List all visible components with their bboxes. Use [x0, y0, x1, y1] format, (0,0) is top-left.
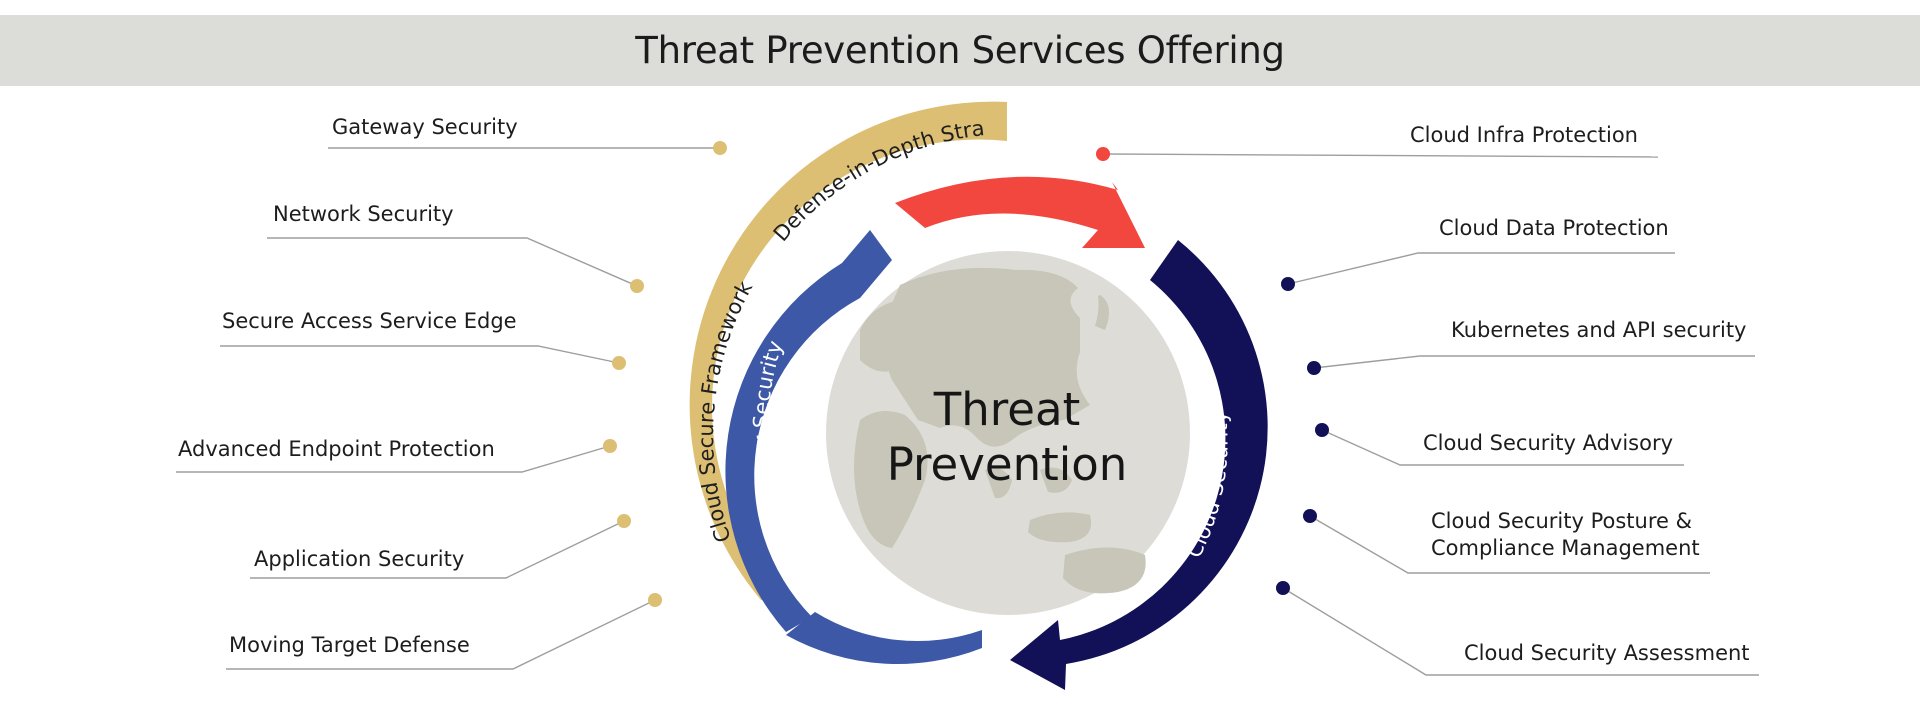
dot-network-security [630, 279, 644, 293]
globe-icon [826, 251, 1190, 615]
cloud-security-arrow [1010, 240, 1268, 690]
dot-kubernetes [1307, 361, 1321, 375]
label-posture-line2: Compliance Management [1431, 536, 1700, 560]
label-sase: Secure Access Service Edge [222, 309, 517, 333]
dot-application-security [617, 514, 631, 528]
connector-advanced-endpoint [176, 445, 611, 473]
perimeter-arrow-tail [786, 612, 982, 664]
landmass-india [985, 467, 1012, 499]
outer-ring-gold [689, 101, 1007, 601]
connector-advisory [1321, 429, 1684, 466]
connector-posture [1309, 515, 1710, 574]
connector-application-security [250, 520, 625, 579]
landmass-islands [1028, 512, 1092, 543]
label-kubernetes: Kubernetes and API security [1451, 318, 1746, 342]
dot-gateway-security [713, 141, 727, 155]
label-application-security: Application Security [254, 547, 464, 571]
connector-kubernetes [1313, 355, 1755, 369]
title-band: Threat Prevention Services Offering [0, 15, 1920, 86]
label-network-security: Network Security [273, 202, 454, 226]
connector-moving-target [226, 599, 656, 670]
label-gateway-security: Gateway Security [332, 115, 518, 139]
dot-assessment [1276, 581, 1290, 595]
dot-moving-target [648, 593, 662, 607]
label-cloud-data: Cloud Data Protection [1439, 216, 1669, 240]
landmass-australia [1063, 547, 1146, 594]
landmass-africa [854, 411, 928, 548]
label-advanced-endpoint: Advanced Endpoint Protection [178, 437, 495, 461]
connector-network-security [267, 237, 638, 287]
perimeter-arrow [725, 230, 892, 632]
label-assessment: Cloud Security Assessment [1464, 641, 1750, 665]
landmass-europe [860, 300, 900, 372]
connector-sase [220, 345, 620, 364]
right-connectors [1102, 153, 1759, 676]
landmass-eurasia [883, 267, 1090, 447]
landmass-japan [1095, 295, 1109, 330]
label-cloud-infra: Cloud Infra Protection [1410, 123, 1638, 147]
center-label-line2: Prevention [887, 438, 1128, 491]
label-posture-line1: Cloud Security Posture & [1431, 509, 1692, 533]
left-dots [603, 141, 727, 607]
connector-cloud-data [1287, 252, 1675, 285]
connector-assessment [1282, 587, 1759, 676]
left-connectors [176, 147, 720, 670]
dot-posture [1303, 509, 1317, 523]
dot-cloud-data [1281, 277, 1295, 291]
dot-advisory [1315, 423, 1329, 437]
right-dots [1276, 277, 1329, 595]
label-moving-target: Moving Target Defense [229, 633, 470, 657]
red-arrow [895, 176, 1145, 248]
dot-sase [612, 356, 626, 370]
landmass-indochina [1040, 467, 1072, 493]
dot-advanced-endpoint [603, 439, 617, 453]
connector-cloud-infra [1102, 153, 1659, 158]
dot-cloud-infra [1096, 147, 1110, 161]
page-title: Threat Prevention Services Offering [635, 29, 1285, 72]
label-advisory: Cloud Security Advisory [1423, 431, 1673, 455]
center-label-line1: Threat [933, 383, 1080, 436]
